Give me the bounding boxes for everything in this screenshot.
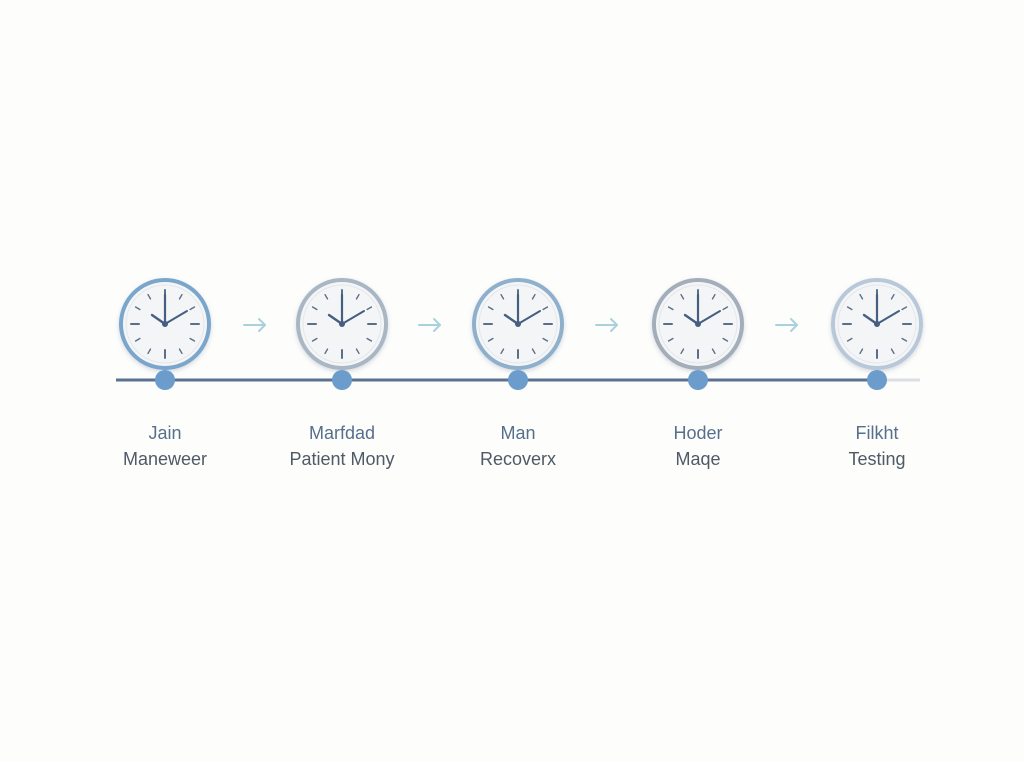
step-subtitle: Maneweer [122, 449, 208, 469]
clock-icon [296, 278, 388, 370]
timeline-node [508, 370, 528, 390]
step-title: Man [500, 423, 536, 443]
arrow-right-icon [595, 318, 618, 332]
arrow-right-icon [775, 318, 798, 332]
step-title: Hoder [673, 423, 723, 443]
step-title: Filkht [855, 423, 899, 443]
timeline-node [155, 370, 175, 390]
clock-icon [119, 278, 211, 370]
step-subtitle: Recoverx [479, 449, 557, 469]
clock-icon [652, 278, 744, 370]
clock-icon [831, 278, 923, 370]
step-title: Jain [148, 423, 182, 443]
timeline-node [332, 370, 352, 390]
step-subtitle: Testing [848, 449, 906, 469]
step-subtitle: Maqe [675, 449, 721, 469]
timeline-node [867, 370, 887, 390]
step-subtitle: Patient Mony [289, 449, 395, 469]
timeline-node [688, 370, 708, 390]
clock-icon [472, 278, 564, 370]
arrow-right-icon [418, 318, 441, 332]
arrow-right-icon [243, 318, 266, 332]
step-title: Marfdad [308, 423, 376, 443]
